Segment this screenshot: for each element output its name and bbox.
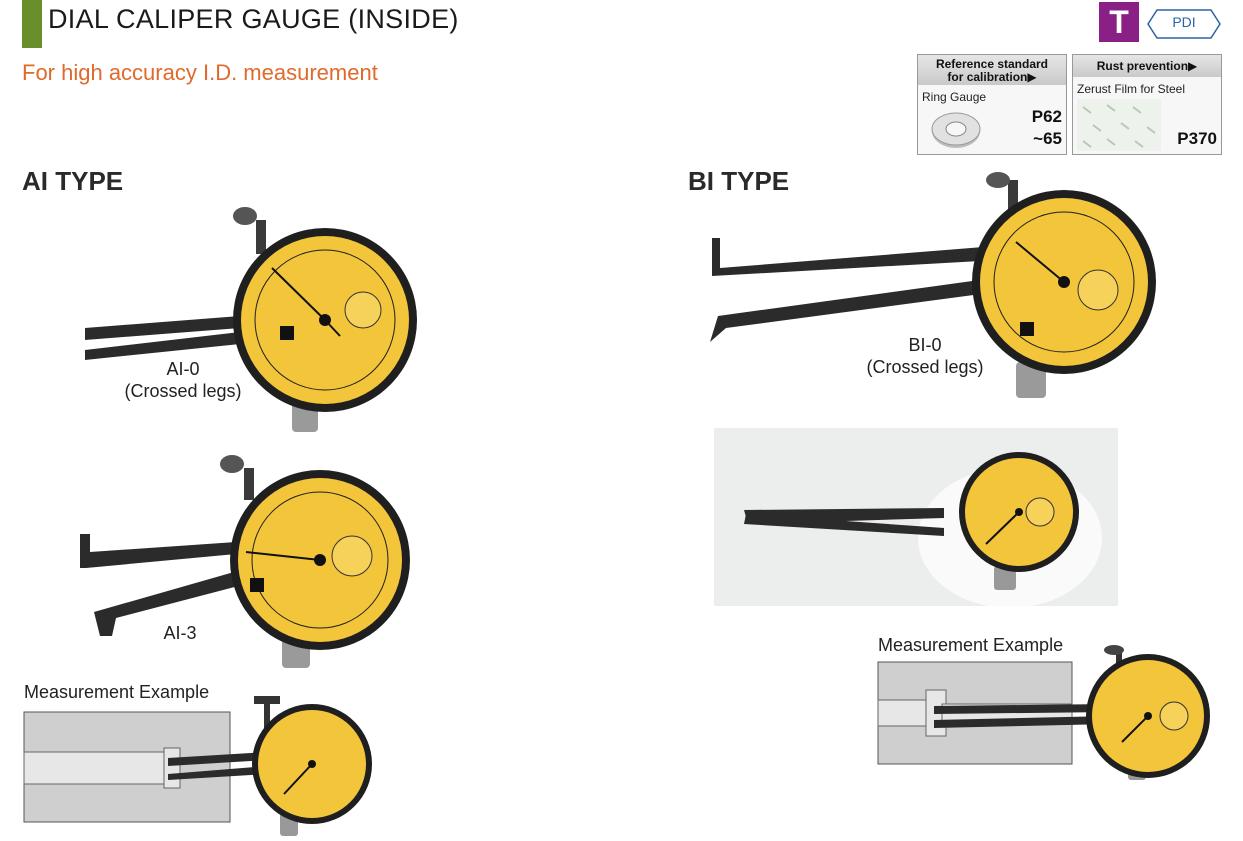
ring-gauge-icon [931,112,981,148]
bi-gauge-hand-photo [714,428,1118,606]
zerust-film-icon [1077,99,1161,151]
reference-page: P370 [1177,129,1217,148]
bi-measurement-example-image [877,645,1210,780]
bi-type-title: BI TYPE [688,166,790,196]
ai-0-note-label: (Crossed legs) [124,381,242,401]
reference-box-rust[interactable]: Rust prevention▶ Zerust Film for Steel P… [1072,54,1222,155]
reference-page-line1: P62 [1031,107,1062,126]
bi-0-model-label: BI-0 [908,335,942,355]
reference-item: Ring Gauge [922,90,987,104]
reference-item: Zerust Film for Steel [1077,82,1186,96]
reference-box-heading: Reference standard for calibration▶ [918,55,1066,85]
reference-heading-line1: Reference standard [935,57,1049,71]
reference-page-line2: ~65 [1033,129,1062,148]
pdi-badge-icon [1147,9,1221,39]
ai-measurement-label: Measurement Example [24,682,210,702]
page-title: DIAL CALIPER GAUGE (INSIDE) [48,4,459,34]
ai-3-gauge-image [80,455,410,668]
page-subtitle: For high accuracy I.D. measurement [22,60,378,85]
pdi-badge-label: PDI [1172,14,1196,30]
ai-0-caption: AI-0 (Crossed legs) [108,358,258,402]
ai-0-gauge-image [85,207,417,432]
title-accent-bar [22,0,42,48]
reference-heading-line2: for calibration▶ [947,70,1037,84]
ai-0-model-label: AI-0 [166,359,200,379]
t-badge: T [1099,2,1139,42]
reference-box-heading: Rust prevention▶ [1073,55,1221,77]
reference-box-calibration[interactable]: Reference standard for calibration▶ Ring… [917,54,1067,155]
bi-0-note-label: (Crossed legs) [866,357,984,377]
bi-0-caption: BI-0 (Crossed legs) [850,334,1000,378]
ai-measurement-example-image [23,696,372,836]
ai-3-caption: AI-3 [163,623,197,643]
bi-measurement-label: Measurement Example [878,635,1064,655]
ai-type-title: AI TYPE [22,166,124,196]
bi-0-gauge-image [710,172,1156,398]
